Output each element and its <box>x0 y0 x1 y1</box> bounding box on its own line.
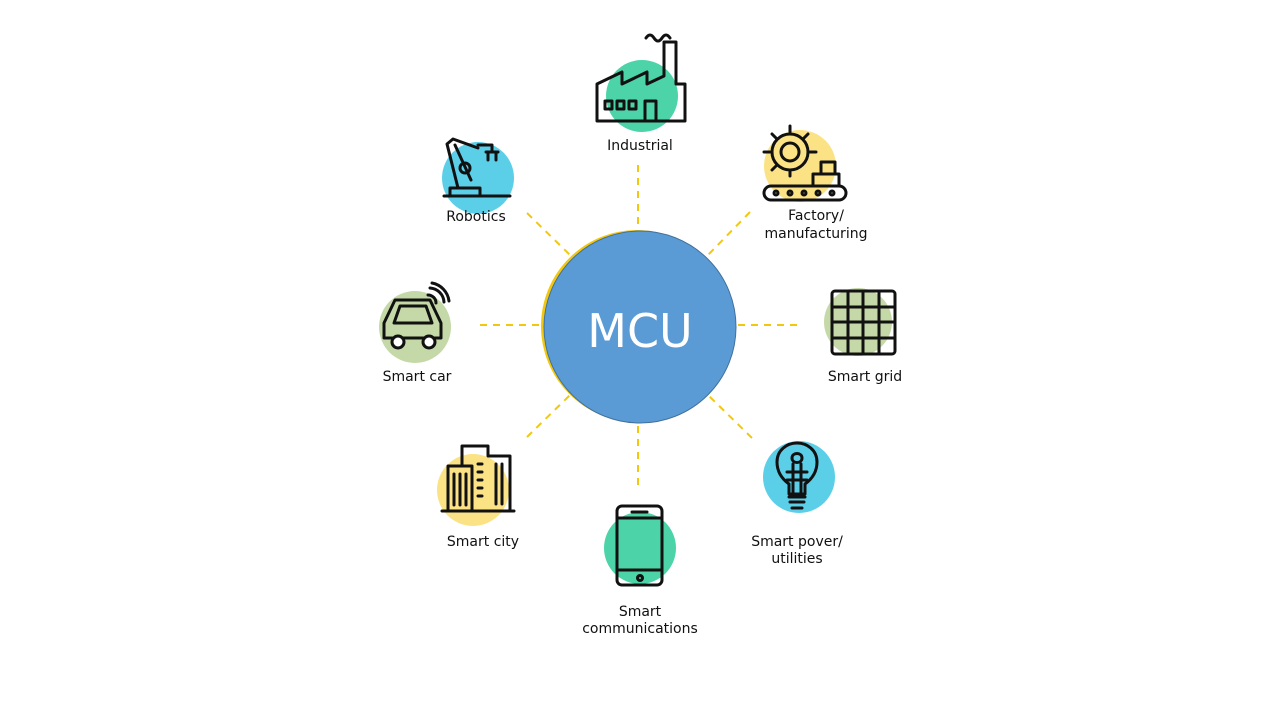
connectors <box>480 165 800 490</box>
grid-icon <box>830 289 897 356</box>
industrial-label: Industrial <box>607 138 673 154</box>
robotics-bg-circle <box>442 142 514 214</box>
node-robotics: Robotics <box>442 137 514 225</box>
smart-grid-label: Smart grid <box>828 369 902 385</box>
smartphone-icon <box>615 504 664 587</box>
robot-arm-icon <box>442 137 512 198</box>
smart-power-label-line2: utilities <box>771 551 822 567</box>
connector-robotics <box>526 212 571 256</box>
node-smart-city: Smart city <box>437 444 519 550</box>
connector-factory <box>706 211 751 257</box>
connector-power <box>708 395 753 439</box>
lightbulb-icon <box>775 441 819 510</box>
center-label: MCU <box>587 304 692 358</box>
node-factory: Factory/ manufacturing <box>762 124 868 242</box>
smart-car-label: Smart car <box>383 369 452 385</box>
smart-comms-bg-circle <box>604 512 676 584</box>
node-smart-communications: Smart communications <box>582 504 698 637</box>
factory-label-line2: manufacturing <box>765 226 868 242</box>
smart-city-label: Smart city <box>447 534 519 550</box>
smart-comms-label-line1: Smart <box>619 604 662 620</box>
connected-car-icon <box>382 281 451 350</box>
mcu-center-node: MCU <box>541 230 737 424</box>
gear-conveyor-icon <box>762 124 848 202</box>
factory-icon <box>595 33 687 123</box>
node-smart-power: Smart pover/ utilities <box>751 441 843 567</box>
smart-power-label-line1: Smart pover/ <box>751 534 843 550</box>
connector-city <box>526 394 571 438</box>
robotics-label: Robotics <box>446 209 506 225</box>
smart-comms-label-line2: communications <box>582 621 698 637</box>
buildings-icon <box>440 444 516 513</box>
node-industrial: Industrial <box>595 33 687 154</box>
node-smart-grid: Smart grid <box>824 288 902 385</box>
center-circle <box>543 230 737 424</box>
factory-label-line1: Factory/ <box>788 208 844 224</box>
node-smart-car: Smart car <box>379 281 452 385</box>
